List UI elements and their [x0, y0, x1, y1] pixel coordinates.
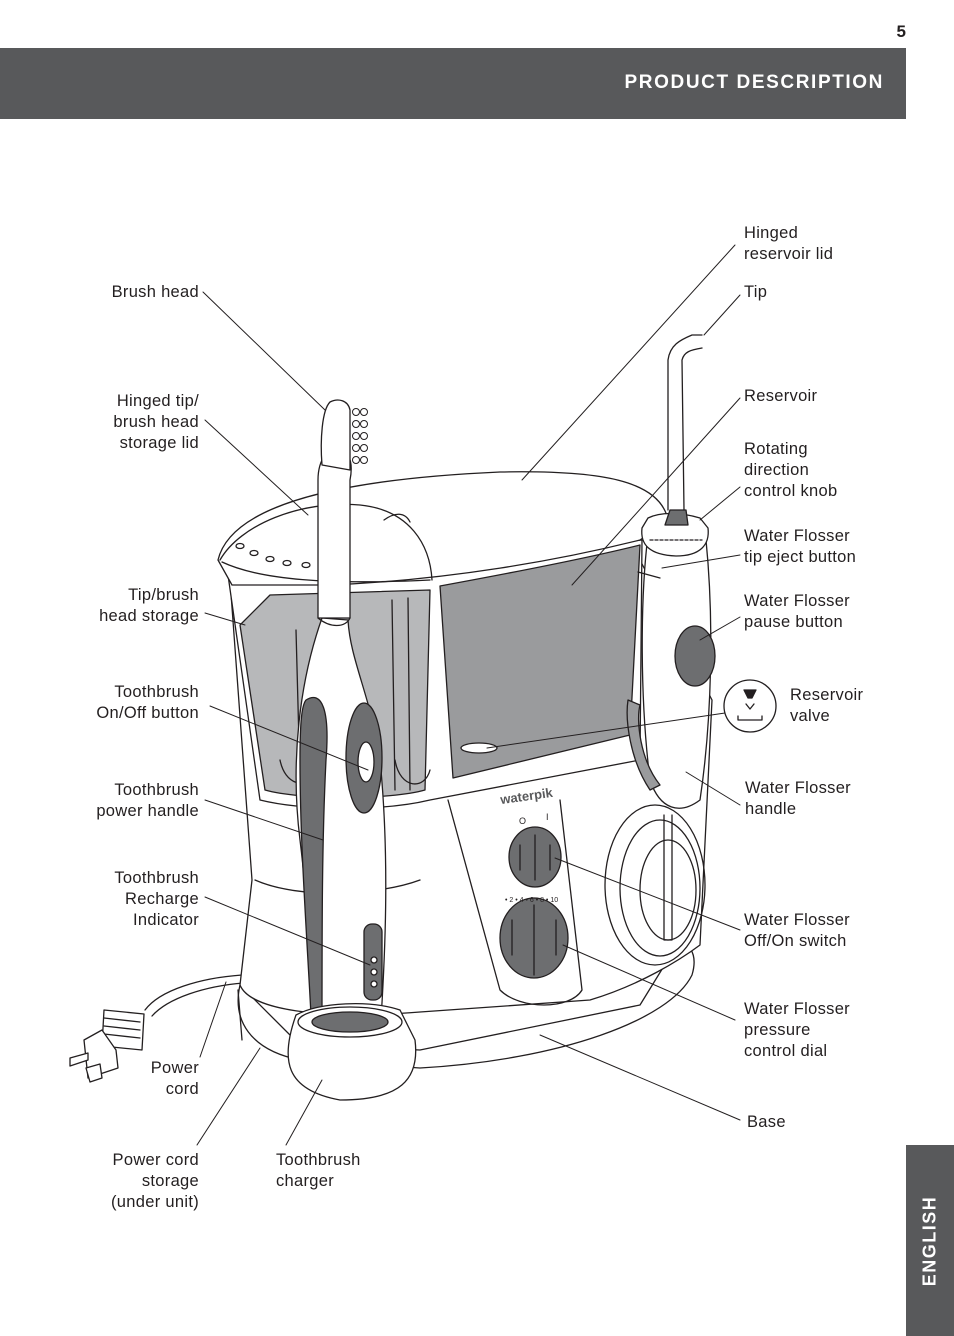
reservoir-valve-inset — [723, 679, 777, 733]
language-tab: ENGLISH — [906, 1145, 954, 1336]
leader-lines — [196, 244, 741, 1146]
water-flosser-handle-illustration — [604, 334, 716, 966]
page-number: 5 — [896, 22, 906, 41]
label-tip-eject-button: Water Flosser tip eject button — [744, 527, 857, 566]
toothbrush-illustration — [295, 399, 387, 1036]
label-hinged-reservoir-lid: Hinged reservoir lid — [744, 224, 834, 263]
label-toothbrush-charger: Toothbrush charger — [276, 1151, 361, 1190]
label-power-cord: Power cord — [150, 1059, 199, 1098]
label-reservoir-valve: Reservoir valve — [790, 686, 864, 725]
label-reservoir: Reservoir — [744, 387, 818, 405]
label-power-cord-storage: Power cord storage (under unit) — [111, 1151, 199, 1211]
label-pause-button: Water Flosser pause button — [744, 592, 850, 631]
svg-text:O: O — [519, 816, 526, 826]
control-dials-illustration: O I • 2 • 4 • 6 • 8 • 10 waterpik — [498, 785, 569, 979]
svg-text:• 2 • 4 • 6 • 8 • 10: • 2 • 4 • 6 • 8 • 10 — [505, 897, 558, 904]
power-cord-illustration — [69, 974, 245, 1083]
label-off-on-switch: Water Flosser Off/On switch — [744, 911, 850, 950]
label-rotating-control-knob: Rotating direction control knob — [744, 440, 838, 500]
header-bar: PRODUCT DESCRIPTION — [0, 48, 906, 119]
label-toothbrush-power-handle: Toothbrush power handle — [96, 781, 199, 820]
label-tip-brush-head-storage: Tip/brush head storage — [99, 586, 199, 625]
label-water-flosser-handle: Water Flosser handle — [745, 779, 851, 818]
label-brush-head: Brush head — [111, 283, 199, 301]
page-title: PRODUCT DESCRIPTION — [624, 72, 884, 93]
label-toothbrush-on-off-button: Toothbrush On/Off button — [96, 683, 199, 722]
label-base: Base — [747, 1113, 786, 1131]
svg-text:I: I — [546, 812, 549, 822]
label-toothbrush-recharge-indicator: Toothbrush Recharge Indicator — [114, 869, 199, 929]
label-tip: Tip — [744, 283, 768, 301]
label-pressure-control-dial: Water Flosser pressure control dial — [744, 1000, 850, 1060]
label-hinged-tip-storage-lid: Hinged tip/ brush head storage lid — [113, 392, 199, 452]
toothbrush-charger-illustration — [287, 1003, 417, 1101]
